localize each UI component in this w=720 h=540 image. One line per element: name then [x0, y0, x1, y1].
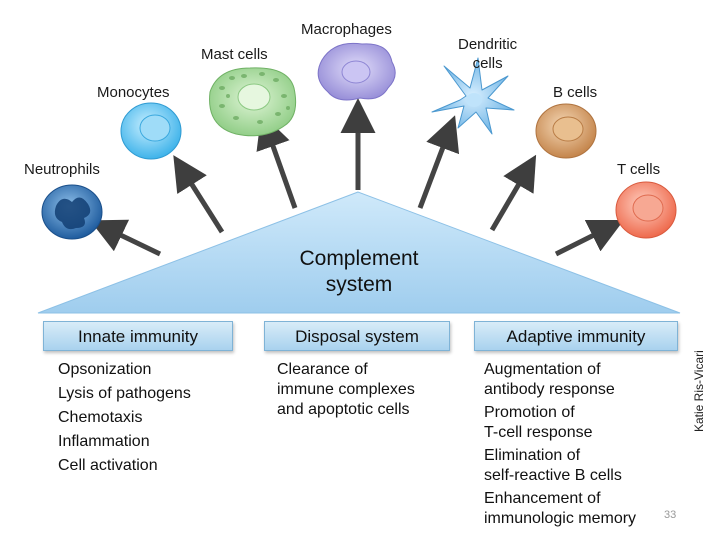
disposal-system-list: Clearance of immune complexes and apopto… — [277, 360, 415, 420]
label-dendritic-line1: Dendritic — [458, 36, 518, 53]
list-item: antibody response — [484, 381, 615, 398]
label-dendritic-cells: Dendritic cells — [458, 35, 517, 73]
list-item: Cell activation — [58, 457, 158, 474]
list-item: Lysis of pathogens — [58, 385, 191, 402]
list-item: Opsonization — [58, 361, 152, 378]
adaptive-immunity-list: Augmentation of antibody response Promot… — [484, 360, 636, 532]
list-item: immune complexes — [277, 381, 415, 398]
neutrophil-icon — [41, 184, 103, 240]
list-item: Elimination of — [484, 447, 581, 464]
label-monocytes: Monocytes — [97, 84, 170, 101]
title-line-1: Complement — [299, 247, 419, 270]
label-mast-cells: Mast cells — [201, 46, 268, 63]
list-item: self-reactive B cells — [484, 467, 622, 484]
arrows — [89, 98, 624, 257]
innate-immunity-list: Opsonization Lysis of pathogens Chemotax… — [58, 360, 191, 480]
box-innate-immunity: Innate immunity — [43, 321, 233, 351]
label-dendritic-line2: cells — [472, 55, 503, 72]
list-item: Promotion of — [484, 404, 575, 421]
arrow-to-monocytes — [173, 155, 225, 234]
artist-credit: Katie Ris-Vicari — [692, 350, 706, 432]
label-neutrophils: Neutrophils — [24, 161, 100, 178]
complement-triangle — [37, 191, 681, 314]
macrophage-icon — [317, 42, 396, 101]
arrow-to-b-cells — [489, 154, 537, 232]
list-item: and apoptotic cells — [277, 401, 410, 418]
list-item: Inflammation — [58, 433, 150, 450]
complement-system-title: Complement system — [250, 246, 468, 298]
list-item: Augmentation of — [484, 361, 601, 378]
list-item: T-cell response — [484, 424, 593, 441]
t-cell-icon — [615, 181, 677, 239]
mast-cell-icon — [209, 67, 297, 137]
title-line-2: system — [325, 273, 393, 296]
list-item: Chemotaxis — [58, 409, 143, 426]
arrow-to-t-cells — [554, 220, 624, 257]
arrow-to-dendritic-cells — [417, 115, 460, 209]
label-t-cells: T cells — [617, 161, 661, 178]
arrow-to-mast-cells — [256, 113, 298, 209]
label-macrophages: Macrophages — [301, 21, 392, 38]
monocyte-icon — [120, 102, 182, 160]
list-item: Clearance of — [277, 361, 368, 378]
dendritic-cell-icon — [431, 57, 515, 135]
page-number: 33 — [664, 509, 677, 521]
box-adaptive-immunity: Adaptive immunity — [474, 321, 678, 351]
box-disposal-system: Disposal system — [264, 321, 450, 351]
list-item: immunologic memory — [484, 510, 637, 527]
list-item: Enhancement of — [484, 490, 601, 507]
arrow-to-neutrophils — [89, 219, 162, 257]
label-b-cells: B cells — [553, 84, 598, 101]
b-cell-icon — [535, 103, 597, 159]
